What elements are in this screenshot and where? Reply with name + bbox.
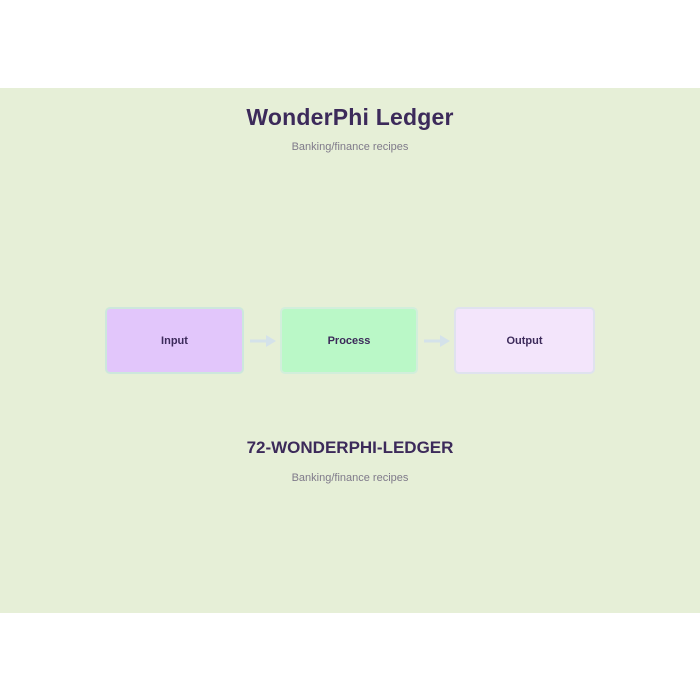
page-subtitle: Banking/finance recipes — [291, 141, 409, 153]
page-title: WonderPhi Ledger — [246, 104, 454, 130]
arrow-right-icon — [424, 335, 450, 347]
node-output: Output — [454, 307, 595, 374]
node-process-label: Process — [327, 334, 371, 347]
arrow-right-icon — [250, 335, 276, 347]
diagram-code-subtitle: Banking/finance recipes — [291, 472, 409, 484]
diagram-code-title: 72-WONDERPHI-LEDGER — [246, 438, 454, 457]
node-process: Process — [280, 307, 418, 374]
node-input-label: Input — [161, 334, 188, 347]
node-input: Input — [105, 307, 244, 374]
node-output-label: Output — [506, 334, 543, 347]
